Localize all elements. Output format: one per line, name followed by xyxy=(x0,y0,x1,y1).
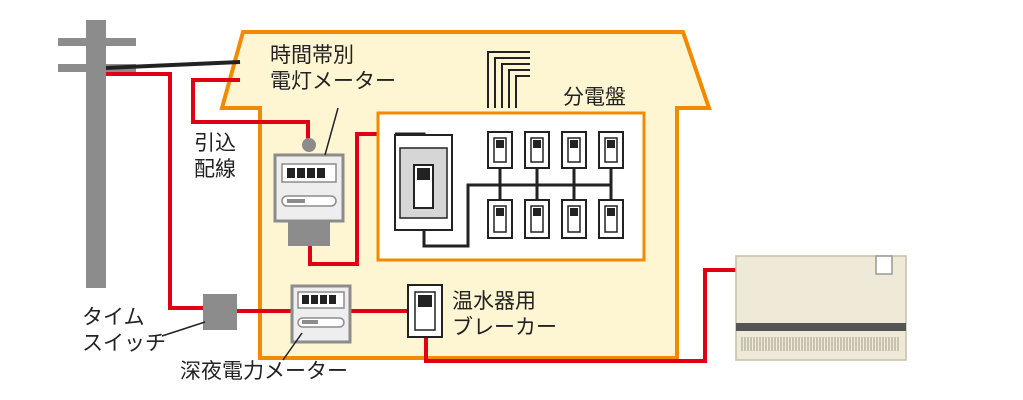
branch-breaker xyxy=(487,199,513,239)
utility-pole xyxy=(58,20,136,288)
branch-breaker xyxy=(598,199,624,239)
leader-lines xyxy=(161,107,339,361)
timer-switch xyxy=(203,294,237,330)
branch-breaker xyxy=(561,199,587,239)
timer-switch-label-line2: スイッチ xyxy=(82,331,166,355)
night-power-meter xyxy=(290,284,352,344)
red-wires xyxy=(236,132,736,363)
heater-breaker-label-line1: 温水器用 xyxy=(452,289,536,313)
main-breaker xyxy=(394,134,453,231)
branch-breakers-bottom xyxy=(487,199,624,239)
branch-breaker xyxy=(524,199,550,239)
branch-breaker xyxy=(598,131,624,169)
time-meter-label-line1: 時間帯別 xyxy=(270,43,354,67)
branch-breaker xyxy=(561,131,587,169)
service-wiring-label-line2: 配線 xyxy=(194,157,236,181)
outgoing-wires xyxy=(487,51,530,108)
panel-label: 分電盤 xyxy=(563,85,626,109)
water-heater-breaker xyxy=(407,284,443,338)
service-wires xyxy=(105,60,310,310)
heater-breaker-label: 温水器用 ブレーカー xyxy=(452,288,557,340)
time-meter-label: 時間帯別 電灯メーター xyxy=(270,42,396,94)
branch-breaker xyxy=(487,131,513,169)
service-wiring-label: 引込 配線 xyxy=(194,130,236,182)
night-meter-label: 深夜電力メーター xyxy=(180,359,348,383)
branch-breaker xyxy=(524,131,550,169)
timer-switch-label: タイム スイッチ xyxy=(82,304,166,356)
water-heater xyxy=(735,255,907,361)
heater-vent-grille xyxy=(741,337,899,351)
timer-switch-label-line1: タイム xyxy=(82,305,145,329)
service-wiring-label-line1: 引込 xyxy=(194,131,236,155)
branch-breakers-top xyxy=(487,131,624,169)
time-of-use-meter xyxy=(273,138,345,246)
time-meter-label-line2: 電灯メーター xyxy=(270,69,396,93)
heater-breaker-label-line2: ブレーカー xyxy=(452,315,557,339)
panel-busbar xyxy=(395,132,613,248)
